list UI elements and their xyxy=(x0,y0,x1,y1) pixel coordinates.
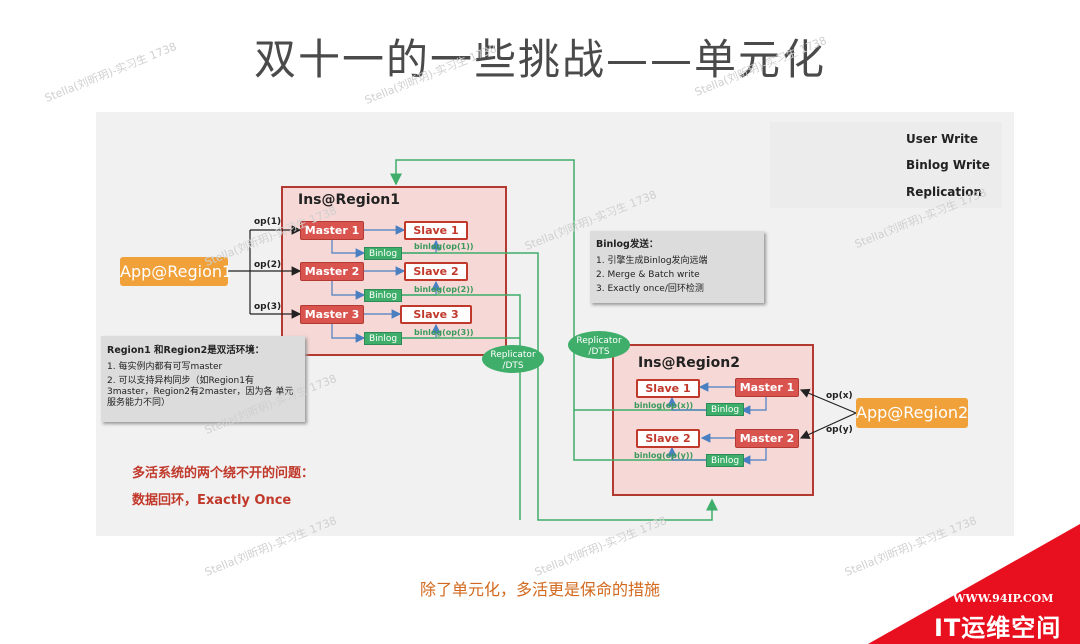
binlog-note: Binlog发送： 1. 引擎生成Binlog发向远端 2. Merge & B… xyxy=(590,231,764,303)
region2-binlog-1: Binlog xyxy=(706,403,744,416)
op-label-x: op(x) xyxy=(826,391,853,401)
binlog-note-title: Binlog发送： xyxy=(596,239,659,250)
replicator-1-label: Replicator /DTS xyxy=(490,350,536,371)
region2-binlog-op-y: binlog(op(y)) xyxy=(634,451,694,460)
region1-binlog-1: Binlog xyxy=(364,247,402,260)
app-region1: App@Region1 xyxy=(120,257,232,286)
region2-title: Ins@Region2 xyxy=(638,355,740,371)
legend xyxy=(770,122,1002,208)
region1-master-2: Master 2 xyxy=(300,262,364,281)
binlog-note-item-1: 1. 引擎生成Binlog发向远端 xyxy=(596,256,708,266)
region2-slave-1: Slave 1 xyxy=(636,379,700,398)
region2-master-2: Master 2 xyxy=(735,429,799,448)
region1-slave-2: Slave 2 xyxy=(404,262,468,281)
slide-title: 双十一的一些挑战——单元化 xyxy=(253,35,826,84)
footer-caption: 除了单元化，多活更是保命的措施 xyxy=(419,580,660,599)
binlog-note-item-2: 2. Merge & Batch write xyxy=(596,270,700,280)
region-note: Region1 和Region2是双活环境： 1. 每实例内都有可写master… xyxy=(101,336,305,422)
legend-binlog-write: Binlog Write xyxy=(906,158,990,172)
app-region2: App@Region2 xyxy=(856,398,968,428)
region1-binlog-op-1: binlog(op(1)) xyxy=(414,242,474,251)
region1-slave-1: Slave 1 xyxy=(404,221,468,240)
region-note-title: Region1 和Region2是双活环境： xyxy=(107,345,265,356)
replicator-2: Replicator /DTS xyxy=(568,331,630,359)
problem-line-2: 数据回环，Exactly Once xyxy=(132,493,292,508)
op-label-y: op(y) xyxy=(826,425,853,435)
op-label-1: op(1) xyxy=(254,217,282,227)
region1-title: Ins@Region1 xyxy=(298,192,400,208)
region1-binlog-3: Binlog xyxy=(364,332,402,345)
region-note-item-2: 2. 可以支持异构同步（如Region1有 3master，Region2有2m… xyxy=(107,376,294,408)
op-label-2: op(2) xyxy=(254,260,282,270)
legend-replication: Replication xyxy=(906,185,983,199)
region1-binlog-2: Binlog xyxy=(364,289,402,302)
replicator-1: Replicator /DTS xyxy=(482,345,544,373)
replicator-2-label: Replicator /DTS xyxy=(576,336,622,357)
region2-slave-2: Slave 2 xyxy=(636,429,700,448)
region1-binlog-op-3: binlog(op(3)) xyxy=(414,328,474,337)
region-note-item-1: 1. 每实例内都有可写master xyxy=(107,362,223,372)
region1-master-1: Master 1 xyxy=(300,221,364,240)
region2-box xyxy=(612,344,814,496)
region1-master-3: Master 3 xyxy=(300,305,364,324)
legend-user-write: User Write xyxy=(906,132,979,146)
logo-url: WWW.94IP.COM xyxy=(953,592,1054,605)
region2-binlog-2: Binlog xyxy=(706,454,744,467)
region1-slave-3: Slave 3 xyxy=(400,305,472,324)
op-label-3: op(3) xyxy=(254,302,282,312)
region1-binlog-op-2: binlog(op(2)) xyxy=(414,285,474,294)
logo-name: IT运维空间 xyxy=(934,614,1062,642)
region2-master-1: Master 1 xyxy=(735,378,799,397)
region2-binlog-op-x: binlog(op(x)) xyxy=(634,401,694,410)
problem-line-1: 多活系统的两个绕不开的问题： xyxy=(132,466,315,481)
binlog-note-item-3: 3. Exactly once/回环检测 xyxy=(596,284,704,294)
